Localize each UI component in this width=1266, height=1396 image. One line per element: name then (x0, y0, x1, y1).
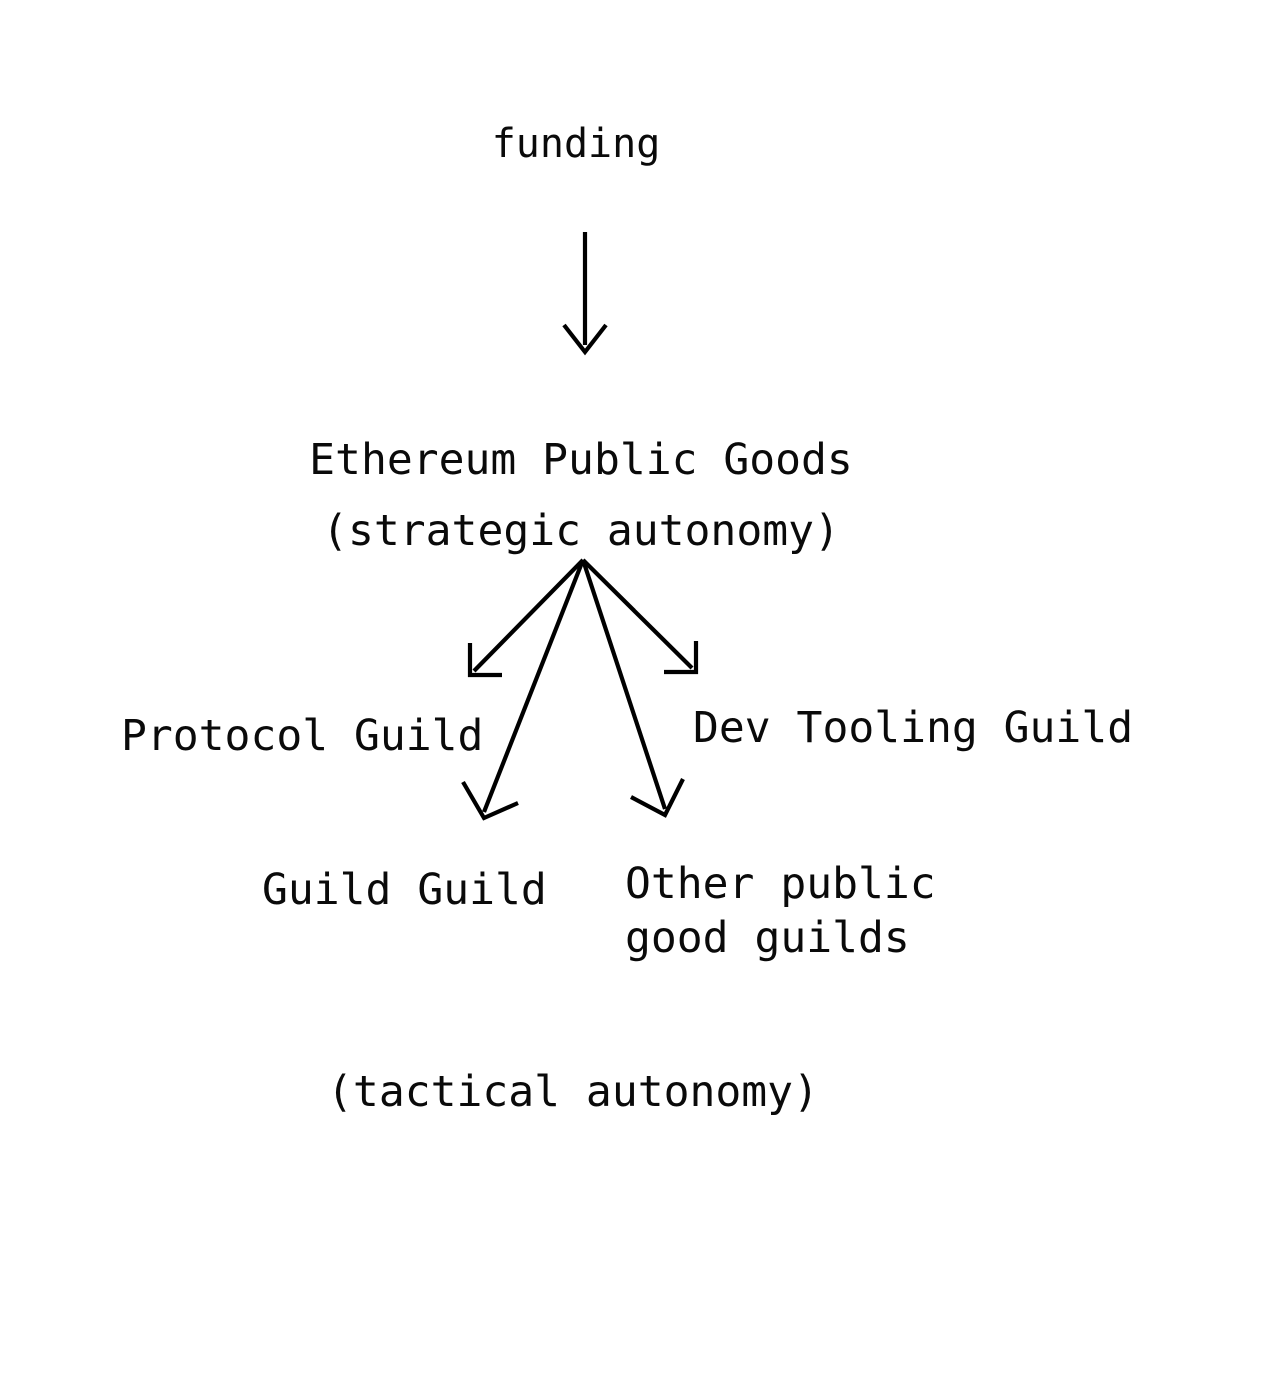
root-node-ethereum-public-goods: Ethereum Public Goods (strategic autonomy… (0, 432, 1162, 560)
root-node-subtitle: (strategic autonomy) (322, 505, 840, 556)
edge-root-to-protocol-guild-icon (467, 558, 585, 678)
edge-root-to-guild-guild-icon (461, 559, 585, 821)
node-other-guilds-line2: good guilds (625, 913, 910, 964)
funding-label: funding (491, 121, 661, 167)
edge-funding-to-root-icon (562, 232, 608, 356)
edge-root-to-other-guilds-icon (581, 559, 685, 818)
node-protocol-guild: Protocol Guild (121, 711, 484, 761)
node-dev-tooling-guild: Dev Tooling Guild (693, 703, 1134, 753)
node-other-guilds-line1: Other public (625, 859, 936, 909)
root-node-title: Ethereum Public Goods (309, 435, 853, 485)
tactical-autonomy-caption: (tactical autonomy) (327, 1067, 819, 1117)
node-guild-guild: Guild Guild (262, 865, 547, 915)
edge-root-to-dev-tooling-guild-icon (581, 558, 699, 675)
